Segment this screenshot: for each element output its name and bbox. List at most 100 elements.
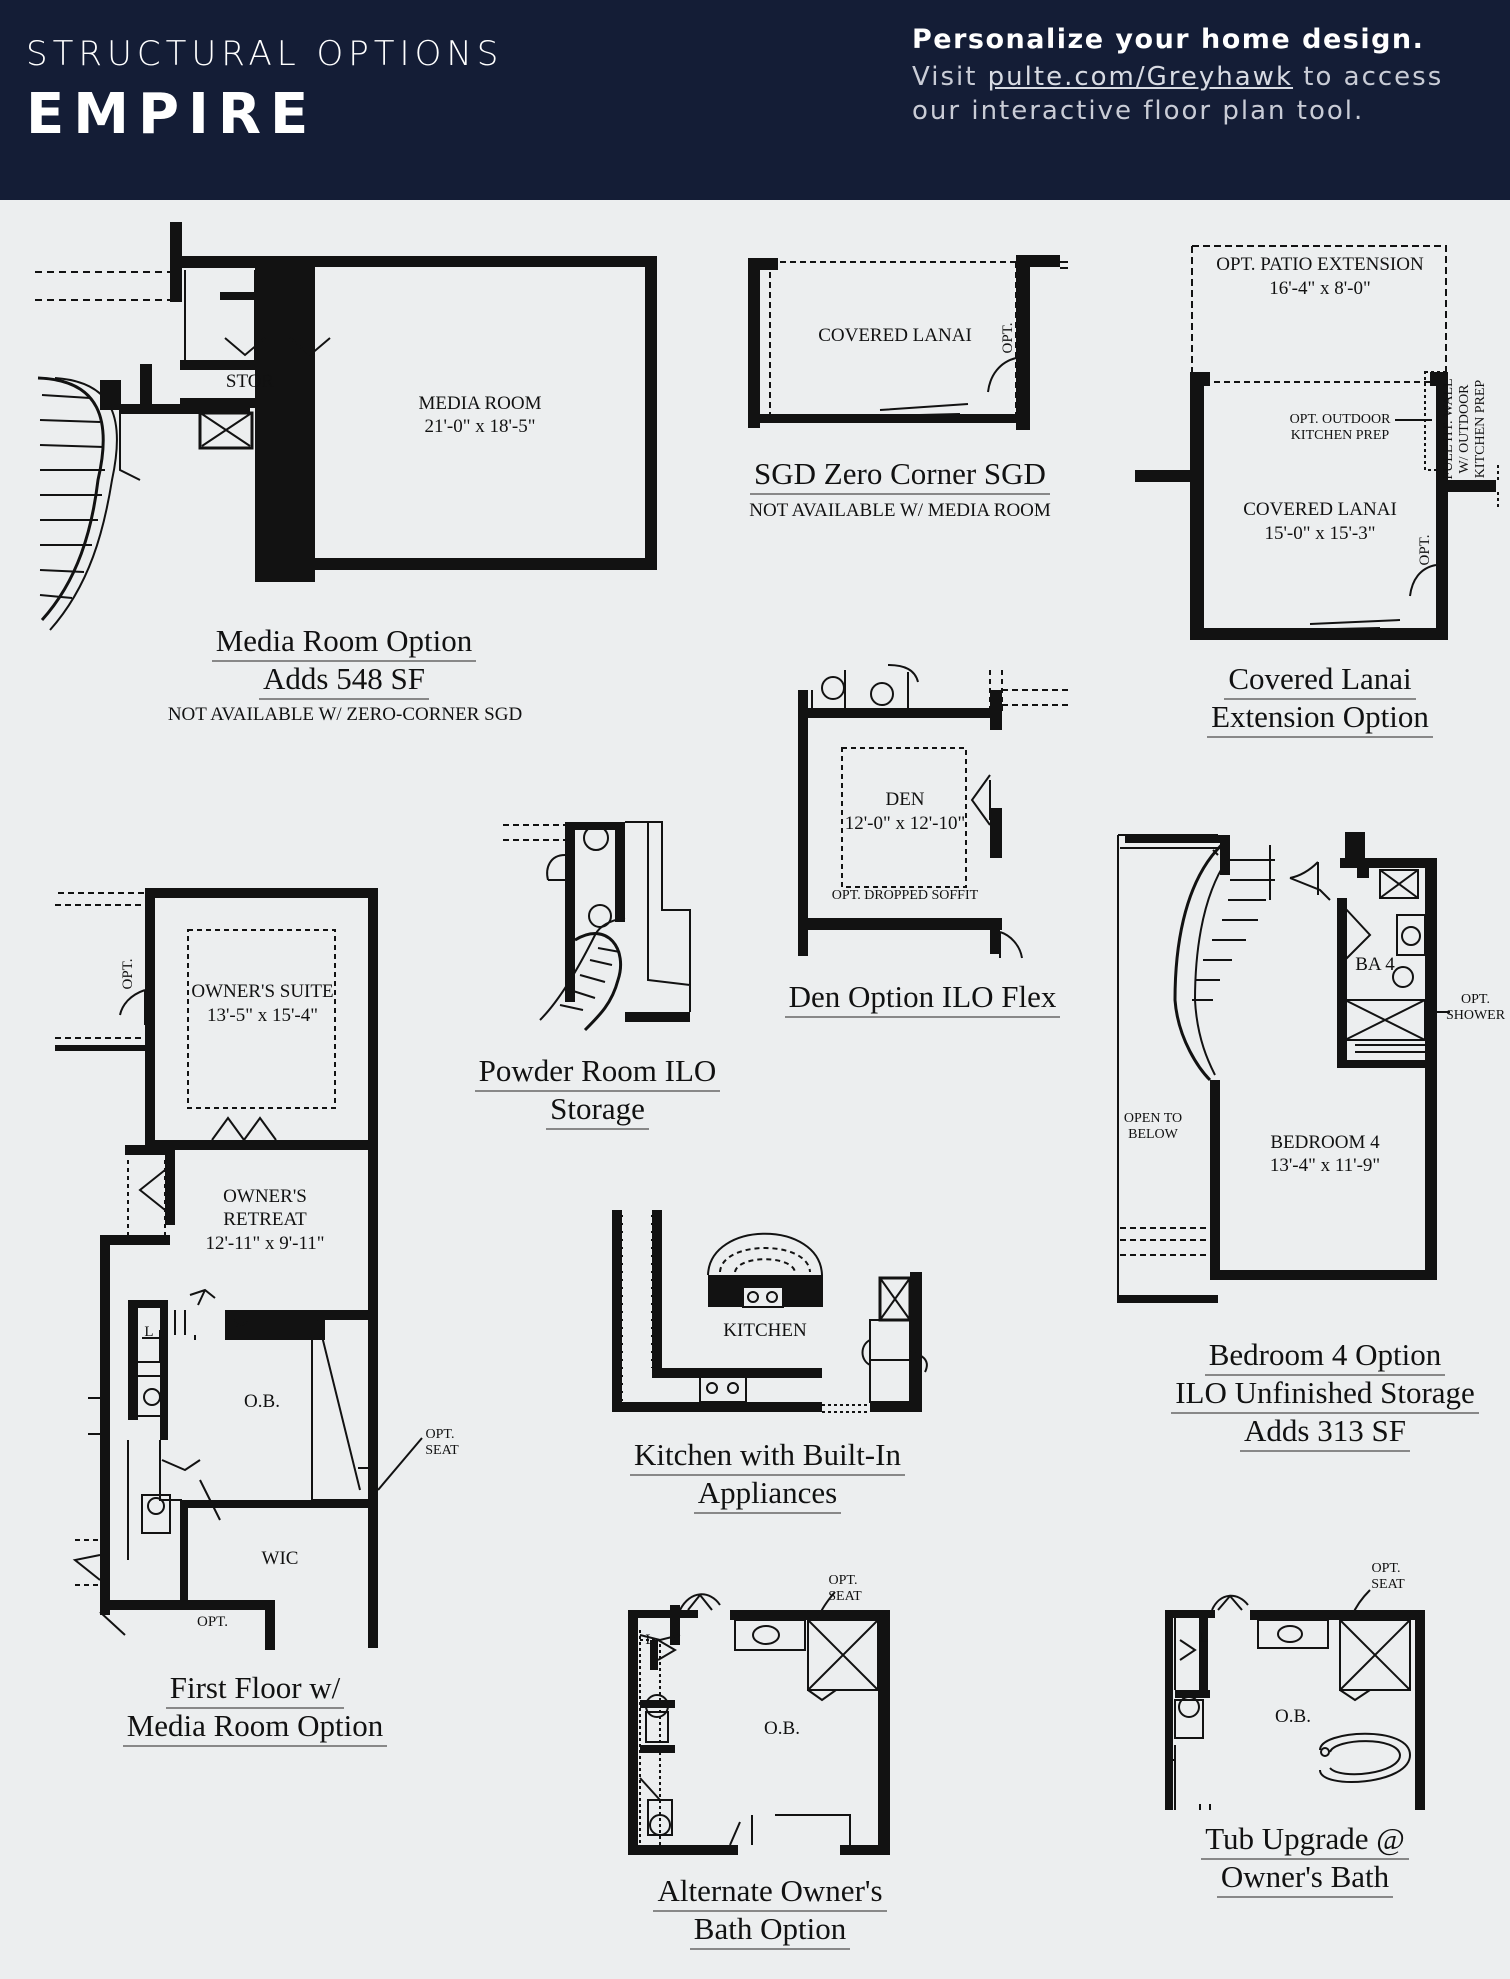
media-room-caption-1: Media Room Option [164, 622, 524, 662]
media-room-dims: 21'-0" x 18'-5" [424, 416, 536, 437]
den-plan [798, 690, 1002, 956]
first-floor-opt-bottom: OPT. [197, 1614, 228, 1630]
bedroom4-dims: 13'-4" x 11'-9" [1269, 1155, 1381, 1176]
alt-bath-caption-1: Alternate Owner's [610, 1872, 930, 1912]
tub-l: L [1199, 1630, 1209, 1646]
caption-text: SGD Zero Corner SGD [750, 455, 1050, 495]
header-visit-line: Visit pulte.com/Greyhawk to access [912, 62, 1443, 92]
tub-seat-1: OPT. [1371, 1561, 1401, 1576]
alt-bath-l: L [645, 1632, 655, 1648]
bedroom4-caption-1: Bedroom 4 Option [1140, 1336, 1510, 1376]
sgd-note: NOT AVAILABLE W/ MEDIA ROOM [749, 500, 1051, 521]
lanai-ext-caption-1: Covered Lanai [1160, 660, 1480, 700]
website-link[interactable]: pulte.com/Greyhawk [987, 62, 1294, 92]
tub-caption-1: Tub Upgrade @ [1160, 1820, 1450, 1860]
opt-shower-2: SHOWER [1445, 1008, 1506, 1023]
opt-shower-1: OPT. [1461, 992, 1490, 1007]
caption-text: Bath Option [689, 1910, 851, 1950]
alt-bath-seat-1: OPT. [828, 1573, 858, 1588]
kitchen-caption-2: Appliances [600, 1474, 935, 1514]
caption-text: Extension Option [1207, 698, 1433, 738]
stor-label: STOR [225, 371, 275, 392]
kitchen-caption-1: Kitchen with Built-In [600, 1436, 935, 1476]
alt-bath-ob: O.B. [764, 1718, 800, 1739]
ba4-label: BA 4 [1355, 954, 1395, 975]
caption-text: Covered Lanai [1224, 660, 1416, 700]
owners-suite-dims: 13'-5" x 15'-4" [206, 1005, 318, 1026]
caption-text: Powder Room ILO [474, 1052, 721, 1092]
patio-ext-dims: 16'-4" x 8'-0" [1269, 278, 1371, 299]
tub-plan [1165, 1610, 1425, 1810]
kitchen-name: KITCHEN [723, 1320, 807, 1341]
tub-seat-2: SEAT [1371, 1577, 1405, 1592]
caption-text: Tub Upgrade @ [1201, 1820, 1409, 1860]
powder-caption-1: Powder Room ILO [445, 1052, 750, 1092]
bedroom4-plan [1118, 832, 1437, 1303]
media-room-note: NOT AVAILABLE W/ ZERO-CORNER SGD [167, 704, 523, 725]
first-floor-opt-side: OPT. [120, 958, 136, 990]
visit-suffix: to access [1303, 62, 1444, 92]
header-title: EMPIRE [26, 82, 318, 147]
first-floor-caption-2: Media Room Option [100, 1707, 410, 1747]
first-floor-caption-1: First Floor w/ [100, 1669, 410, 1709]
owners-retreat-dims: 12'-11" x 9'-11" [205, 1233, 325, 1254]
caption-text: Media Room Option [211, 622, 477, 662]
lanai-ext-room-dims: 15'-0" x 15'-3" [1264, 523, 1376, 544]
patio-ext-name: OPT. PATIO EXTENSION [1216, 254, 1424, 275]
bedroom4-caption-2: ILO Unfinished Storage [1140, 1374, 1510, 1414]
caption-text: Alternate Owner's [653, 1872, 887, 1912]
media-room-caption-2: Adds 548 SF [164, 660, 524, 700]
tub-ob: O.B. [1275, 1706, 1311, 1727]
lanai-ext-room-name: COVERED LANAI [1243, 499, 1397, 520]
den-caption: Den Option ILO Flex [760, 978, 1085, 1018]
first-floor-ob: O.B. [244, 1391, 280, 1412]
caption-text: Adds 548 SF [259, 660, 429, 700]
header-tagline: Personalize your home design. [912, 24, 1425, 55]
side-note-3: KITCHEN PREP [1473, 379, 1488, 479]
sgd-lanai-name: COVERED LANAI [818, 325, 972, 346]
first-floor-l: L [144, 1324, 154, 1340]
media-room-plan [100, 222, 657, 582]
media-room-name: MEDIA ROOM [418, 393, 542, 414]
bedroom4-name: BEDROOM 4 [1270, 1132, 1380, 1153]
owners-retreat-line-2: RETREAT [223, 1209, 307, 1230]
visit-prefix: Visit [912, 62, 978, 92]
open-to-below-2: BELOW [1128, 1127, 1178, 1142]
alt-bath-caption-2: Bath Option [610, 1910, 930, 1950]
kitchen-prep-line-1: OPT. OUTDOOR [1289, 412, 1391, 427]
tub-caption-2: Owner's Bath [1160, 1858, 1450, 1898]
den-name: DEN [885, 789, 925, 810]
powder-caption-2: Storage [445, 1090, 750, 1130]
header-banner: STRUCTURAL OPTIONS EMPIRE Personalize yo… [0, 0, 1510, 200]
caption-text: Den Option ILO Flex [784, 978, 1061, 1018]
caption-text: Kitchen with Built-In [630, 1436, 905, 1476]
alt-bath-seat-2: SEAT [828, 1589, 862, 1604]
side-note-1: FULL HT. WALL [1441, 378, 1456, 480]
sgd-opt-label: OPT. [1000, 322, 1016, 354]
sgd-caption: SGD Zero Corner SGD [720, 455, 1080, 495]
lanai-ext-opt-label: OPT. [1417, 534, 1433, 566]
caption-text: Owner's Bath [1216, 1858, 1394, 1898]
caption-text: Appliances [693, 1474, 842, 1514]
caption-text: Bedroom 4 Option [1204, 1336, 1446, 1376]
side-note-2: W/ OUTDOOR [1457, 384, 1472, 474]
caption-text: Media Room Option [122, 1707, 388, 1747]
header-line-3: our interactive floor plan tool. [912, 96, 1365, 126]
powder-room-plan [565, 822, 690, 1022]
lanai-ext-caption-2: Extension Option [1160, 698, 1480, 738]
header-subtitle: STRUCTURAL OPTIONS [26, 34, 504, 74]
full-height-wall-note: FULL HT. WALL W/ OUTDOOR KITCHEN PREP [1441, 364, 1489, 494]
kitchen-plan [612, 1210, 922, 1412]
sgd-zero-plan [748, 255, 1060, 430]
first-floor-seat-2: SEAT [425, 1443, 459, 1458]
caption-text: First Floor w/ [165, 1669, 345, 1709]
den-soffit: OPT. DROPPED SOFFIT [831, 888, 979, 903]
bedroom4-caption-3: Adds 313 SF [1140, 1412, 1510, 1452]
den-dims: 12'-0" x 12'-10" [844, 813, 966, 834]
open-to-below-1: OPEN TO [1123, 1111, 1183, 1126]
alt-bath-plan [628, 1605, 890, 1855]
caption-text: ILO Unfinished Storage [1171, 1374, 1479, 1414]
kitchen-prep-line-2: KITCHEN PREP [1290, 428, 1390, 443]
